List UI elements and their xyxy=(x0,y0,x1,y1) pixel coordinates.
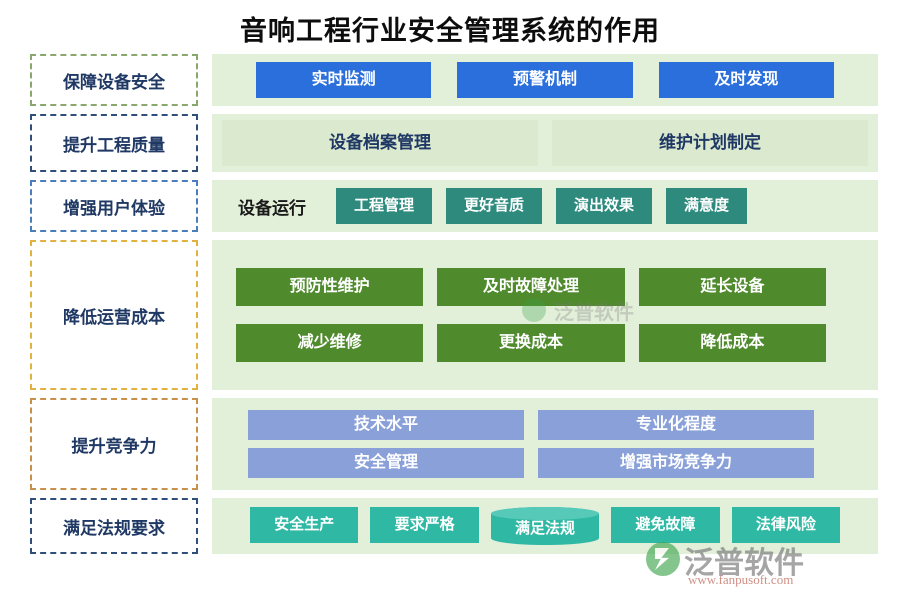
chip-technical-level[interactable]: 技术水平 xyxy=(248,410,524,440)
chip-meet-regulations-cylinder[interactable]: 满足法规 xyxy=(490,507,600,545)
chip-strict-requirements[interactable]: 要求严格 xyxy=(370,507,479,543)
panel-grid: 实时监测 预警机制 及时发现 xyxy=(222,62,868,98)
chip-meet-regulations-label: 满足法规 xyxy=(515,520,576,537)
chip-early-warning-mechanism[interactable]: 预警机制 xyxy=(457,62,633,98)
row-label-regulatory-compliance: 满足法规要求 xyxy=(30,498,198,554)
diagram-row: 降低运营成本 预防性维护 及时故障处理 延长设备 减少维修 更换成本 降低成本 xyxy=(30,240,878,390)
chip-safety-management[interactable]: 安全管理 xyxy=(248,448,524,478)
chip-equipment-archive-management[interactable]: 设备档案管理 xyxy=(222,120,538,166)
row-label-improve-competitiveness: 提升竞争力 xyxy=(30,398,198,490)
chip-better-sound-quality[interactable]: 更好音质 xyxy=(446,188,543,224)
page-title: 音响工程行业安全管理系统的作用 xyxy=(240,16,660,46)
row-panel: 设备运行 工程管理 更好音质 演出效果 满意度 xyxy=(212,180,878,232)
row-panel: 设备档案管理 维护计划制定 xyxy=(212,114,878,172)
chip-avoid-failure[interactable]: 避免故障 xyxy=(611,507,720,543)
chip-maintenance-plan[interactable]: 维护计划制定 xyxy=(552,120,868,166)
chip-reduce-repairs[interactable]: 减少维修 xyxy=(236,324,424,362)
chip-equipment-operation: 设备运行 xyxy=(238,198,306,218)
row-panel: 实时监测 预警机制 及时发现 xyxy=(212,54,878,106)
chip-market-competitiveness[interactable]: 增强市场竞争力 xyxy=(538,448,814,478)
panel-grid: 安全生产 要求严格 满足法规 避免故障 法律风险 xyxy=(222,507,868,545)
diagram-row: 保障设备安全 实时监测 预警机制 及时发现 xyxy=(30,54,878,106)
row-panel: 预防性维护 及时故障处理 延长设备 减少维修 更换成本 降低成本 xyxy=(212,240,878,390)
chip-extend-equipment-life[interactable]: 延长设备 xyxy=(638,268,826,306)
watermark-url: www.fanpusoft.com xyxy=(688,572,794,587)
panel-grid: 设备运行 工程管理 更好音质 演出效果 满意度 xyxy=(222,188,868,224)
chip-replacement-cost[interactable]: 更换成本 xyxy=(437,324,625,362)
chip-satisfaction[interactable]: 满意度 xyxy=(666,188,748,224)
chip-timely-discovery[interactable]: 及时发现 xyxy=(658,62,834,98)
row-label-enhance-user-experience: 增强用户体验 xyxy=(30,180,198,232)
chip-project-management[interactable]: 工程管理 xyxy=(336,188,433,224)
row-panel: 技术水平 专业化程度 安全管理 增强市场竞争力 xyxy=(212,398,878,490)
chip-safe-production[interactable]: 安全生产 xyxy=(250,507,359,543)
chip-realtime-monitoring[interactable]: 实时监测 xyxy=(256,62,432,98)
chip-performance-effect[interactable]: 演出效果 xyxy=(556,188,653,224)
chip-preventive-maintenance[interactable]: 预防性维护 xyxy=(236,268,424,306)
row-label-reduce-operating-cost: 降低运营成本 xyxy=(30,240,198,390)
panel-grid: 技术水平 专业化程度 安全管理 增强市场竞争力 xyxy=(222,410,868,478)
diagram-rows: 保障设备安全 实时监测 预警机制 及时发现 提升工程质量 设备档案管理 维护计划… xyxy=(0,54,900,562)
chip-timely-fault-handling[interactable]: 及时故障处理 xyxy=(437,268,625,306)
panel-grid: 设备档案管理 维护计划制定 xyxy=(222,120,868,166)
row-label-improve-quality: 提升工程质量 xyxy=(30,114,198,172)
diagram-row: 满足法规要求 安全生产 要求严格 满足法规 避免故障 法律风险 xyxy=(30,498,878,554)
diagram-row: 提升工程质量 设备档案管理 维护计划制定 xyxy=(30,114,878,172)
diagram-row: 提升竞争力 技术水平 专业化程度 安全管理 增强市场竞争力 xyxy=(30,398,878,490)
chip-legal-risk[interactable]: 法律风险 xyxy=(731,507,841,543)
panel-grid: 预防性维护 及时故障处理 延长设备 减少维修 更换成本 降低成本 xyxy=(222,268,868,362)
row-panel: 安全生产 要求严格 满足法规 避免故障 法律风险 xyxy=(212,498,878,554)
chip-lower-cost[interactable]: 降低成本 xyxy=(638,324,826,362)
chip-professionalism[interactable]: 专业化程度 xyxy=(538,410,814,440)
diagram-row: 增强用户体验 设备运行 工程管理 更好音质 演出效果 满意度 xyxy=(30,180,878,232)
row-label-safeguard-equipment: 保障设备安全 xyxy=(30,54,198,106)
